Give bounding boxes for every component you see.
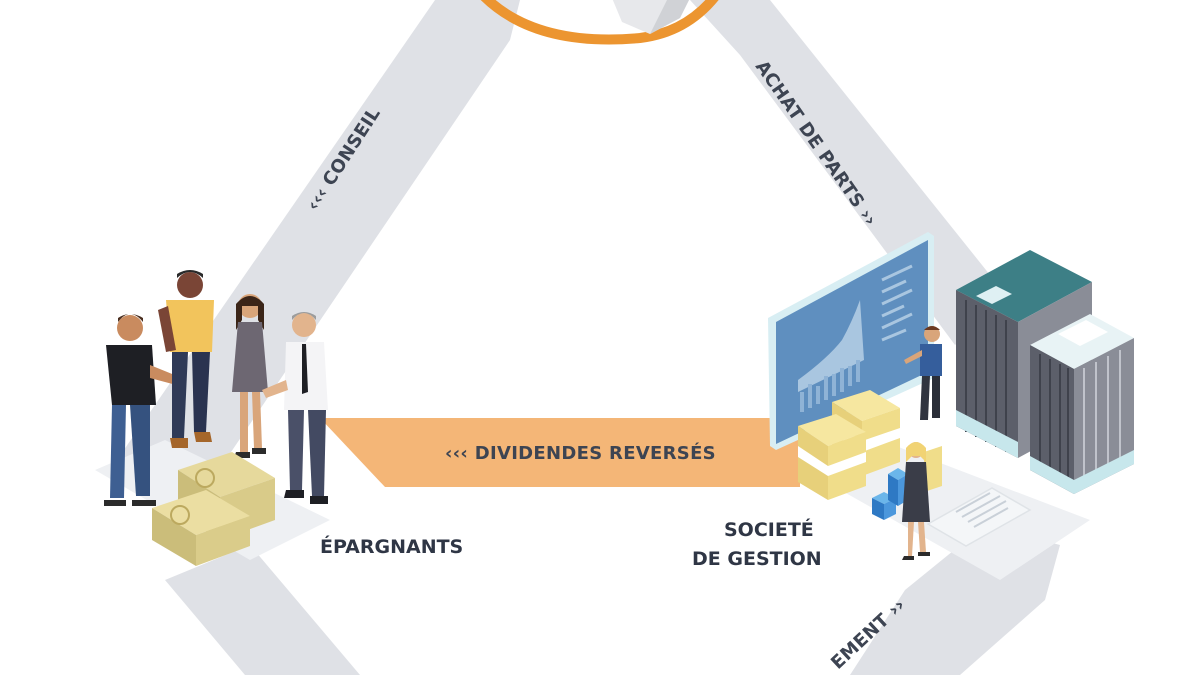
plate-right bbox=[805, 440, 1090, 580]
label-societe-line2: DE GESTION bbox=[692, 548, 822, 570]
screen-area-chart bbox=[798, 300, 864, 392]
band-dividendes bbox=[320, 418, 800, 487]
people-group-icon bbox=[104, 270, 328, 506]
person-yellow-shirt bbox=[158, 270, 214, 448]
top-cycle-arc bbox=[480, 0, 719, 45]
money-stack-front bbox=[152, 490, 250, 566]
office-building-icon bbox=[956, 250, 1134, 494]
label-dividendes: ‹‹‹ DIVIDENDES REVERSÉS bbox=[445, 442, 716, 464]
orange-arc bbox=[480, 0, 719, 45]
band-bottom-left bbox=[165, 545, 360, 675]
analytics-screen-icon bbox=[768, 232, 934, 450]
person-black-shirt bbox=[104, 314, 182, 506]
document-icon bbox=[926, 487, 1032, 547]
label-societe-line1: SOCIETÉ bbox=[724, 518, 814, 541]
box-front bbox=[798, 414, 866, 500]
arc-box-side bbox=[650, 0, 689, 34]
screen-text-lines bbox=[881, 264, 913, 342]
box-small bbox=[924, 446, 942, 492]
person-woman-folder bbox=[902, 442, 930, 560]
person-presenter bbox=[904, 326, 942, 420]
screen-bars bbox=[800, 360, 860, 412]
euro-banknote-stack-icon bbox=[152, 452, 275, 566]
band-conseil bbox=[110, 0, 520, 520]
tower-short bbox=[1030, 314, 1134, 494]
person-gray-dress bbox=[232, 294, 268, 458]
label-epargnants: ÉPARGNANTS bbox=[320, 535, 463, 558]
folder-box-icon bbox=[798, 390, 942, 500]
band-dividendes-group bbox=[320, 418, 800, 487]
person-businessman bbox=[262, 312, 328, 504]
